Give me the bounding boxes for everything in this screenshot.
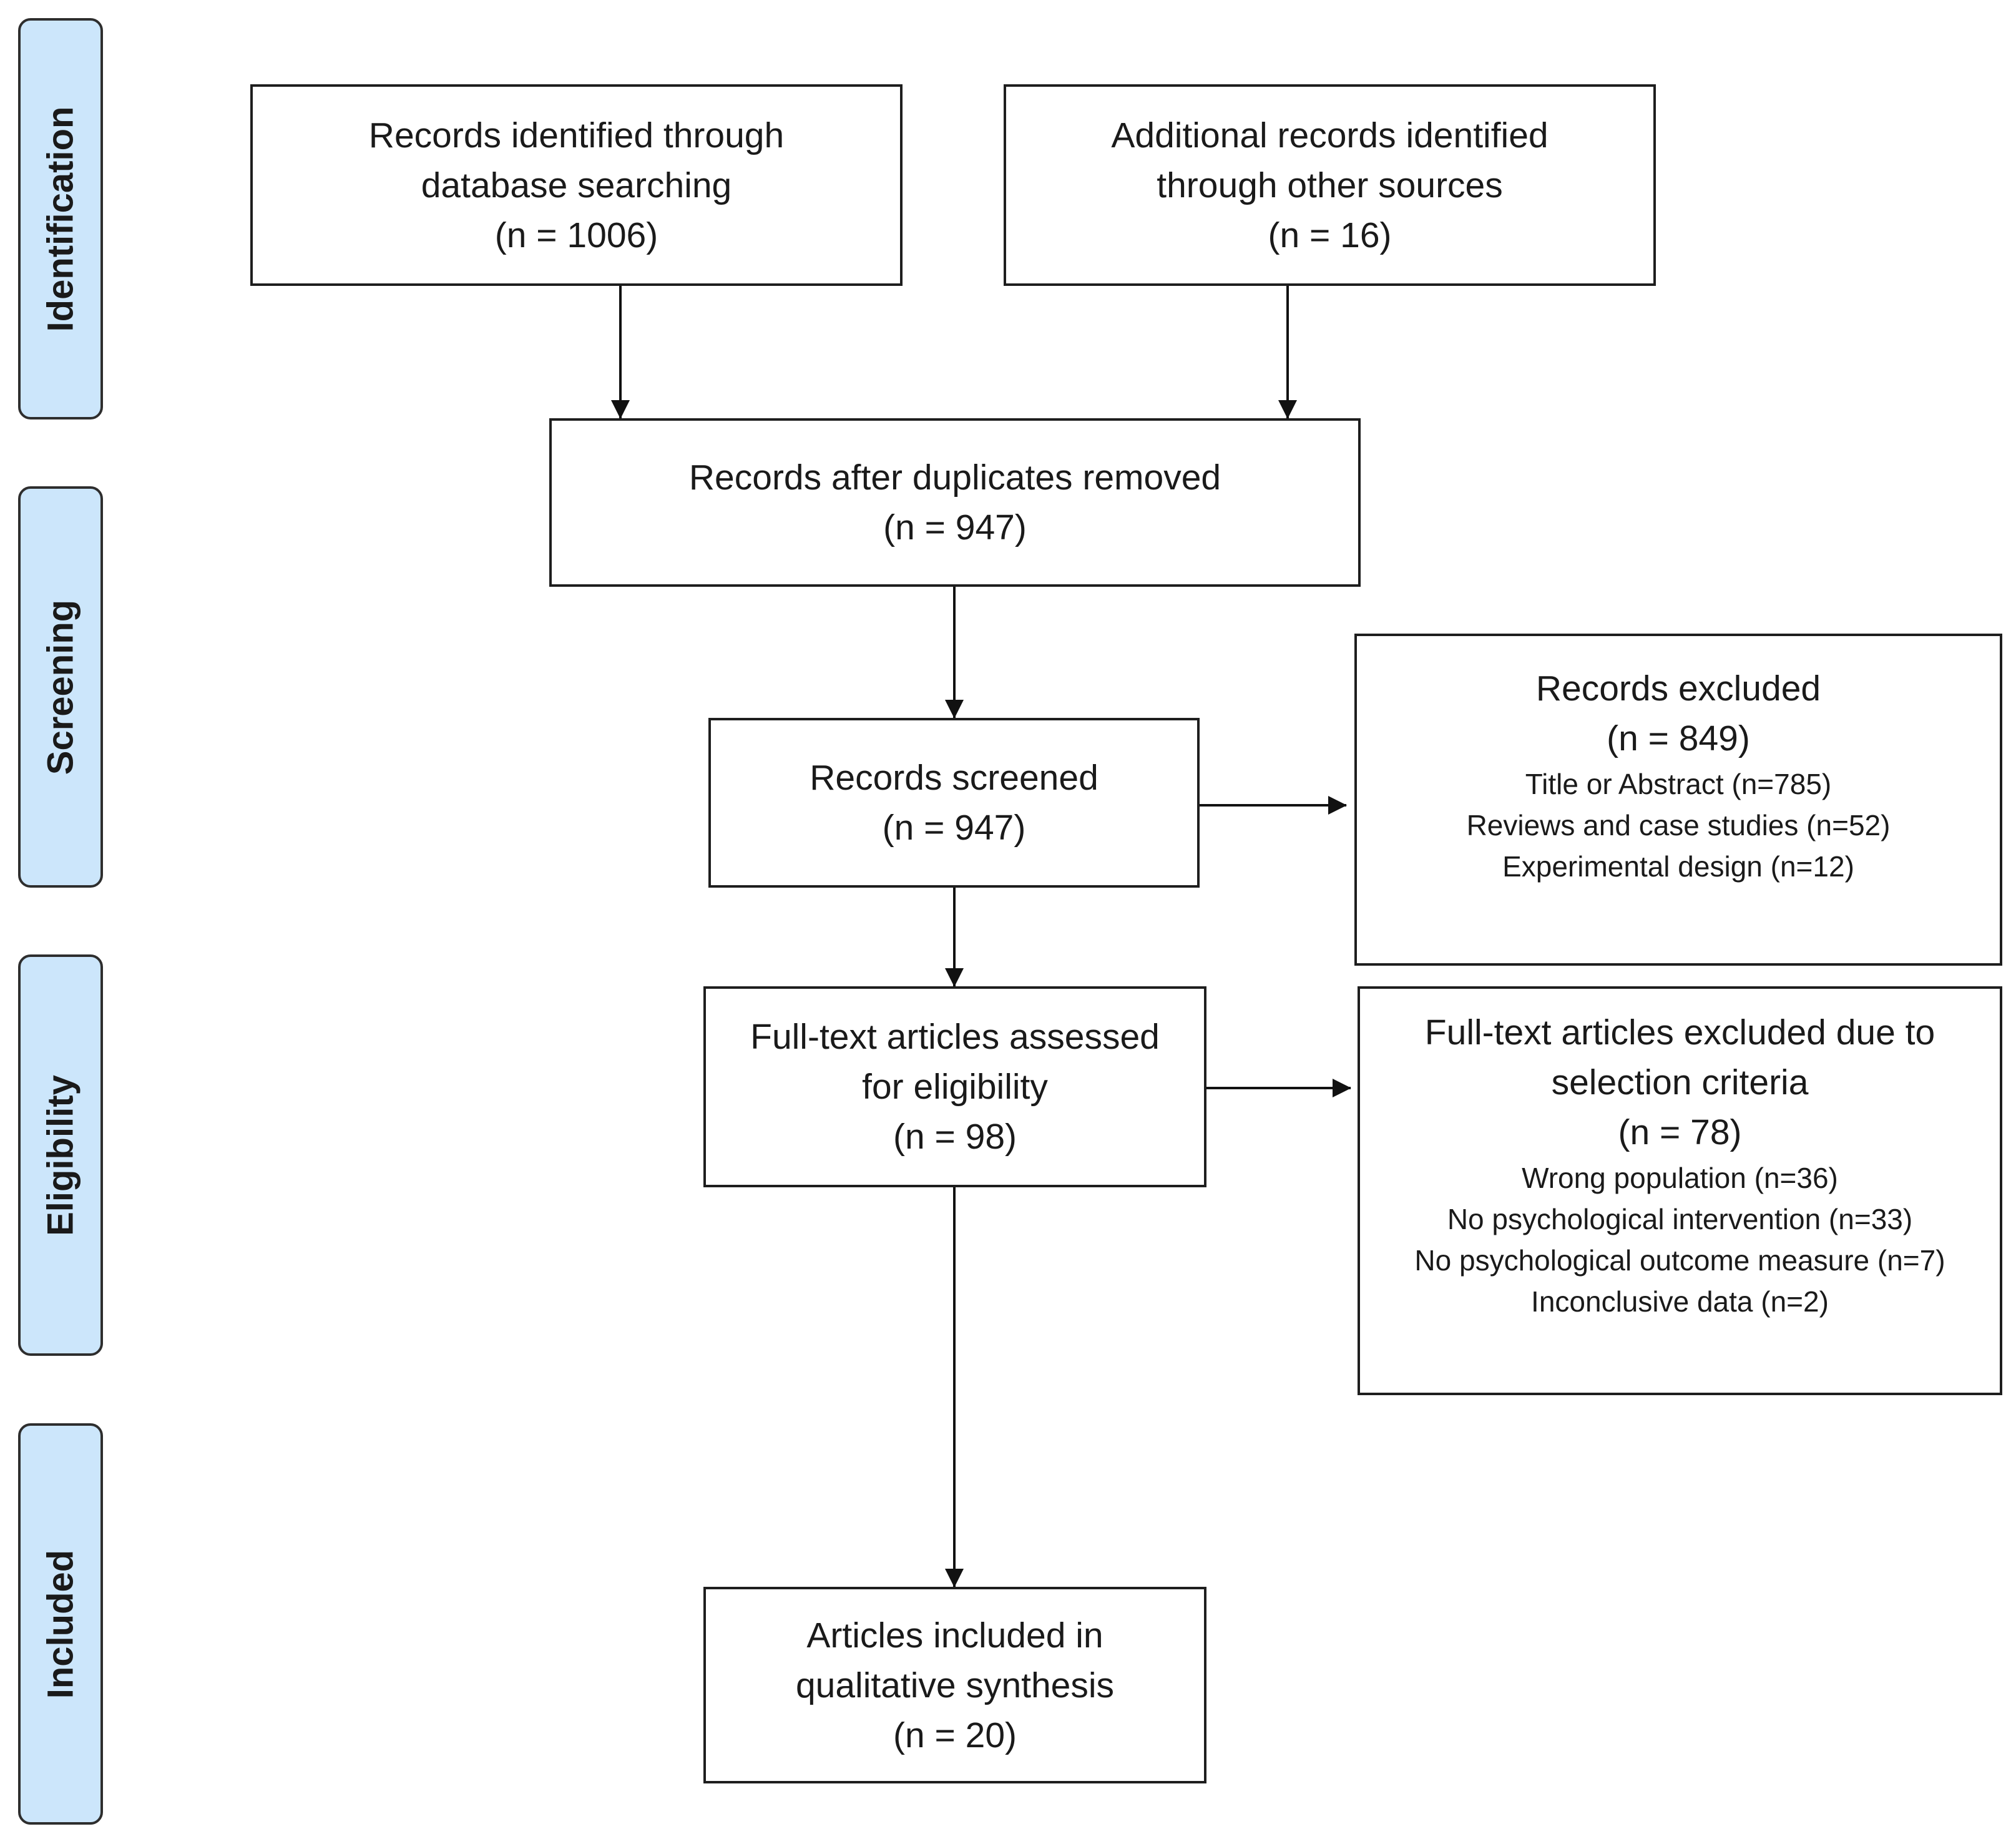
box-excluded-line-1: Records excluded (1535, 669, 1821, 709)
box-duplicates-removed: Records after duplicates removed (n = 94… (549, 418, 1361, 587)
box-records-screened: Records screened (n = 947) (708, 718, 1200, 888)
box-fulltext-line-1: Full-text articles assessed (750, 1017, 1160, 1057)
box-fulltext-excluded-detail-1: Wrong population (n=36) (1522, 1162, 1838, 1194)
box-fulltext-count: (n = 98) (893, 1117, 1017, 1157)
box-included-line-2: qualitative synthesis (795, 1665, 1115, 1705)
box-screened-line-1: Records screened (810, 758, 1099, 798)
box-other-sources-line-2: through other sources (1157, 165, 1503, 205)
box-included-line-1: Articles included in (806, 1615, 1103, 1655)
box-excluded-count: (n = 849) (1607, 718, 1750, 758)
box-database-count: (n = 1006) (494, 215, 658, 255)
box-database-line-2: database searching (421, 165, 732, 205)
box-fulltext-excluded: Full-text articles excluded due to selec… (1358, 986, 2002, 1395)
box-other-sources: Additional records identified through ot… (1004, 84, 1656, 286)
box-database-line-1: Records identified through (368, 115, 785, 155)
box-fulltext-excluded-detail-2: No psychological intervention (n=33) (1447, 1203, 1913, 1235)
box-excluded-detail-3: Experimental design (n=12) (1502, 850, 1854, 883)
box-fulltext-excluded-line-1: Full-text articles excluded due to (1424, 1013, 1935, 1052)
box-excluded-detail-1: Title or Abstract (n=785) (1525, 768, 1832, 800)
box-records-excluded: Records excluded (n = 849) Title or Abst… (1354, 634, 2002, 966)
box-fulltext-excluded-count: (n = 78) (1618, 1112, 1742, 1152)
box-duplicates-line-1: Records after duplicates removed (688, 458, 1221, 498)
phase-screening: Screening (18, 486, 103, 888)
box-articles-included: Articles included in qualitative synthes… (703, 1587, 1206, 1783)
box-fulltext-line-2: for eligibility (862, 1067, 1048, 1107)
box-other-sources-count: (n = 16) (1268, 215, 1392, 255)
box-duplicates-count: (n = 947) (883, 508, 1027, 547)
box-fulltext-excluded-detail-3: No psychological outcome measure (n=7) (1414, 1244, 1945, 1277)
phase-eligibility: Eligibility (18, 954, 103, 1356)
box-other-sources-line-1: Additional records identified (1111, 115, 1549, 155)
box-fulltext-assessed: Full-text articles assessed for eligibil… (703, 986, 1206, 1187)
box-excluded-detail-2: Reviews and case studies (n=52) (1466, 809, 1891, 841)
box-fulltext-excluded-detail-4: Inconclusive data (n=2) (1531, 1285, 1829, 1318)
box-fulltext-excluded-line-2: selection criteria (1551, 1062, 1809, 1102)
phase-included: Included (18, 1423, 103, 1825)
box-database-records: Records identified through database sear… (250, 84, 903, 286)
phase-identification: Identification (18, 18, 103, 419)
box-included-count: (n = 20) (893, 1715, 1017, 1755)
box-screened-count: (n = 947) (882, 808, 1026, 848)
